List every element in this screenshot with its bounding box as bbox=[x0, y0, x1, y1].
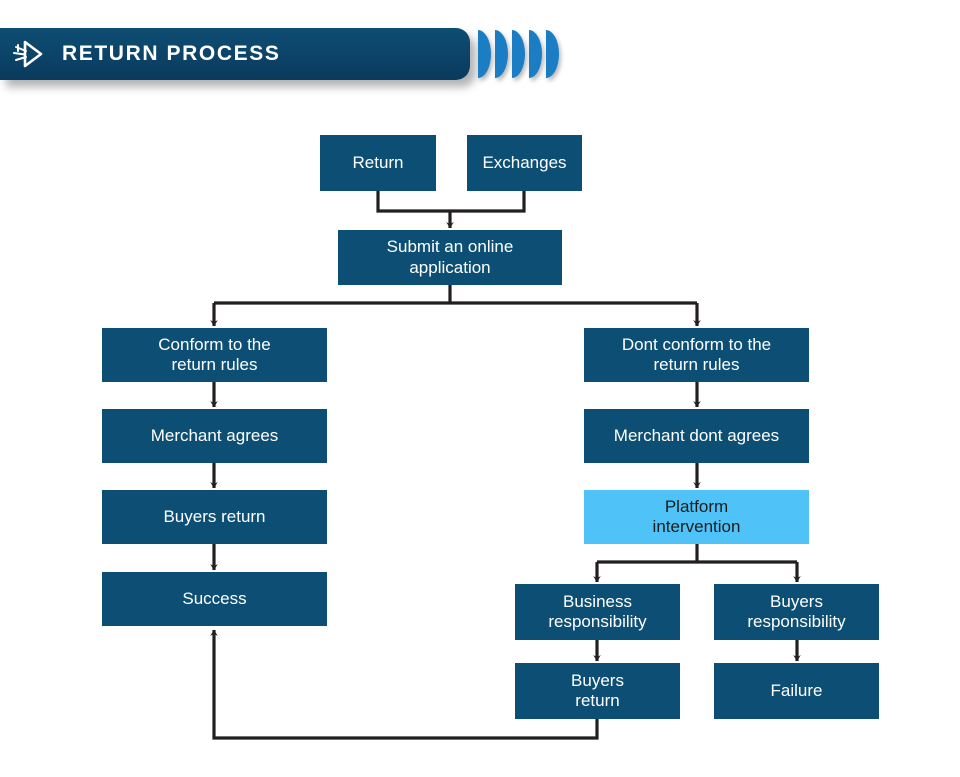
stripe-2 bbox=[495, 30, 508, 78]
stripe-3 bbox=[512, 30, 525, 78]
node-return[interactable]: Return bbox=[320, 135, 436, 191]
header-decorative-stripes bbox=[478, 30, 560, 78]
node-label: Submit an online application bbox=[386, 237, 514, 277]
play-triangle-motion-icon bbox=[12, 39, 44, 69]
node-platform-intervention[interactable]: Platform intervention bbox=[584, 490, 809, 544]
node-label: Conform to the return rules bbox=[158, 334, 271, 374]
node-label: Platform intervention bbox=[652, 496, 741, 536]
node-merchant-dont-agrees[interactable]: Merchant dont agrees bbox=[584, 409, 809, 463]
node-label: Merchant dont agrees bbox=[613, 425, 780, 445]
page-title: RETURN PROCESS bbox=[62, 42, 281, 65]
node-label: Business responsibility bbox=[548, 591, 647, 631]
edge-exchanges-to-submit bbox=[450, 191, 526, 213]
node-label: Success bbox=[182, 588, 247, 608]
node-label: Dont conform to the return rules bbox=[621, 334, 772, 374]
node-merchant-agrees[interactable]: Merchant agrees bbox=[102, 409, 327, 463]
node-label: Merchant agrees bbox=[150, 425, 279, 445]
node-dont-conform-return-rules[interactable]: Dont conform to the return rules bbox=[584, 328, 809, 382]
node-buyers-return-left[interactable]: Buyers return bbox=[102, 490, 327, 544]
node-label: Failure bbox=[770, 680, 823, 700]
node-failure[interactable]: Failure bbox=[714, 663, 879, 719]
stripe-4 bbox=[529, 30, 542, 78]
node-label: Buyers responsibility bbox=[747, 591, 846, 631]
node-label: Return bbox=[352, 152, 404, 172]
node-exchanges[interactable]: Exchanges bbox=[467, 135, 582, 191]
node-conform-return-rules[interactable]: Conform to the return rules bbox=[102, 328, 327, 382]
node-label: Buyers return bbox=[163, 506, 266, 526]
node-label: Exchanges bbox=[482, 152, 567, 172]
stripe-5 bbox=[546, 30, 559, 78]
edge-return-to-submit bbox=[376, 191, 450, 213]
node-buyers-return-bottom[interactable]: Buyers return bbox=[515, 663, 680, 719]
node-business-responsibility[interactable]: Business responsibility bbox=[515, 584, 680, 640]
node-submit-online-application[interactable]: Submit an online application bbox=[338, 230, 562, 285]
node-buyers-responsibility[interactable]: Buyers responsibility bbox=[714, 584, 879, 640]
node-success[interactable]: Success bbox=[102, 572, 327, 626]
stripe-1 bbox=[478, 30, 491, 78]
header-banner: RETURN PROCESS bbox=[0, 28, 470, 80]
node-label: Buyers return bbox=[571, 670, 624, 710]
edge-feedback-loop-to-success bbox=[210, 629, 599, 740]
header-bar bbox=[0, 28, 470, 80]
